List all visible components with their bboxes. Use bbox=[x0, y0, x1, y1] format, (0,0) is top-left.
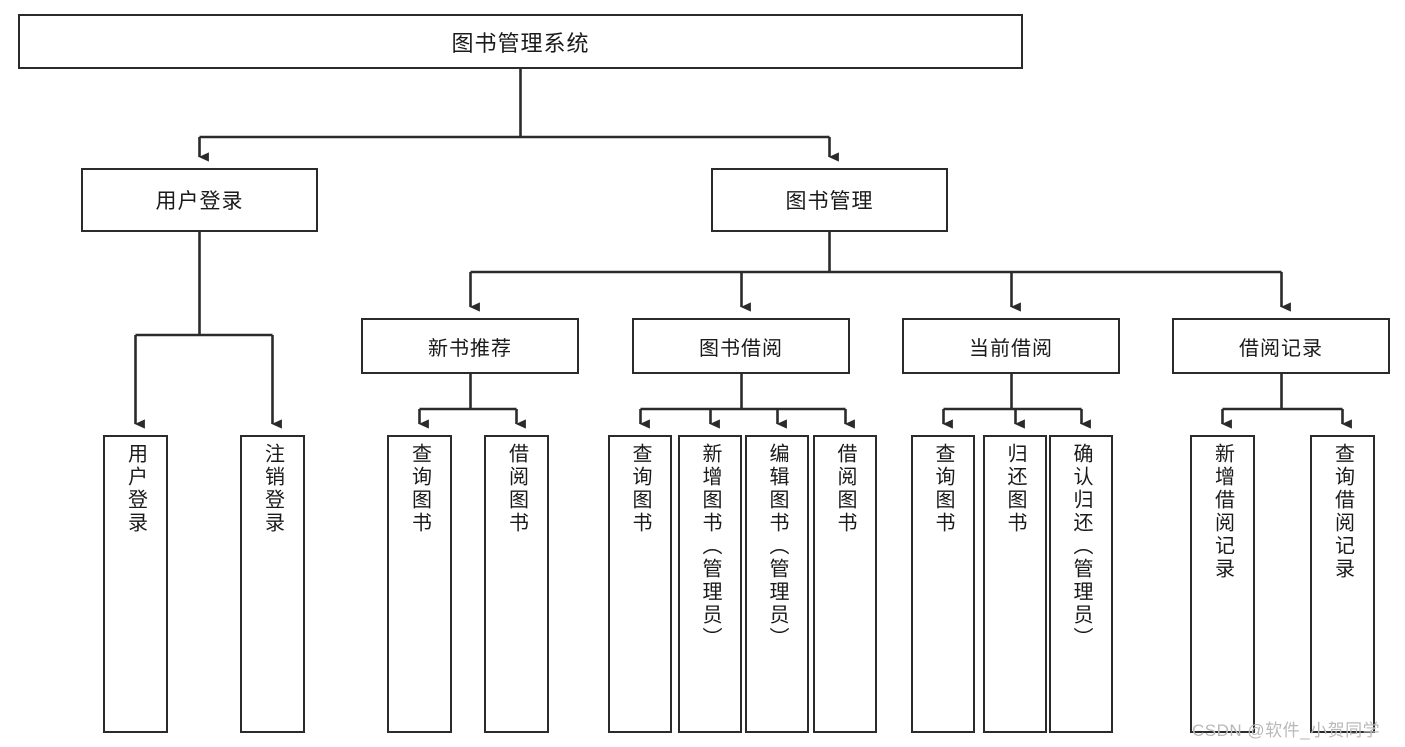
node-new-book-recommend-label: 新书推荐 bbox=[428, 337, 512, 360]
leaf-node-label: 借阅图书 bbox=[834, 443, 856, 535]
leaf-node[interactable]: 查询图书 bbox=[608, 435, 672, 733]
leaf-node-label: 用户登录 bbox=[124, 443, 147, 535]
node-user-login-label: 用户登录 bbox=[155, 190, 244, 213]
node-root-label: 图书管理系统 bbox=[451, 30, 590, 56]
leaf-node[interactable]: 新增图书（管理员） bbox=[678, 435, 742, 733]
node-current-borrow-label: 当前借阅 bbox=[969, 337, 1053, 360]
node-root[interactable]: 图书管理系统 bbox=[18, 14, 1023, 69]
node-book-manage-label: 图书管理 bbox=[785, 190, 874, 213]
leaf-node-label: 新增图书（管理员） bbox=[699, 443, 721, 650]
leaf-node-label: 查询图书 bbox=[629, 443, 651, 535]
node-book-borrow-label: 图书借阅 bbox=[699, 337, 783, 360]
leaf-node[interactable]: 确认归还（管理员） bbox=[1049, 435, 1113, 733]
node-new-book-recommend[interactable]: 新书推荐 bbox=[361, 318, 579, 374]
leaf-node[interactable]: 借阅图书 bbox=[813, 435, 877, 733]
node-borrow-record[interactable]: 借阅记录 bbox=[1172, 318, 1390, 374]
leaf-node-label: 归还图书 bbox=[1004, 443, 1026, 535]
leaf-node[interactable]: 查询借阅记录 bbox=[1310, 435, 1375, 733]
leaf-node[interactable]: 用户登录 bbox=[103, 435, 168, 733]
leaf-node-label: 编辑图书（管理员） bbox=[766, 443, 788, 650]
leaf-node[interactable]: 新增借阅记录 bbox=[1190, 435, 1255, 733]
leaf-node-label: 查询图书 bbox=[932, 443, 954, 535]
leaf-node[interactable]: 借阅图书 bbox=[484, 435, 549, 733]
leaf-node[interactable]: 查询图书 bbox=[911, 435, 975, 733]
csdn-watermark-text: CSDN @软件_小贺同学 bbox=[1192, 721, 1381, 740]
node-book-borrow[interactable]: 图书借阅 bbox=[632, 318, 850, 374]
leaf-node[interactable]: 编辑图书（管理员） bbox=[745, 435, 809, 733]
node-book-manage[interactable]: 图书管理 bbox=[711, 168, 948, 232]
leaf-node-label: 借阅图书 bbox=[505, 443, 528, 535]
leaf-node[interactable]: 注销登录 bbox=[240, 435, 305, 733]
node-borrow-record-label: 借阅记录 bbox=[1239, 337, 1323, 360]
leaf-node-label: 注销登录 bbox=[261, 443, 284, 535]
leaf-node-label: 确认归还（管理员） bbox=[1070, 443, 1092, 650]
leaf-node[interactable]: 归还图书 bbox=[983, 435, 1047, 733]
node-user-login[interactable]: 用户登录 bbox=[81, 168, 318, 232]
node-current-borrow[interactable]: 当前借阅 bbox=[902, 318, 1120, 374]
leaf-node[interactable]: 查询图书 bbox=[387, 435, 452, 733]
leaf-node-label: 查询图书 bbox=[408, 443, 431, 535]
leaf-node-label: 查询借阅记录 bbox=[1331, 443, 1354, 581]
csdn-watermark: CSDN @软件_小贺同学 bbox=[1192, 716, 1380, 741]
leaf-node-label: 新增借阅记录 bbox=[1211, 443, 1234, 581]
